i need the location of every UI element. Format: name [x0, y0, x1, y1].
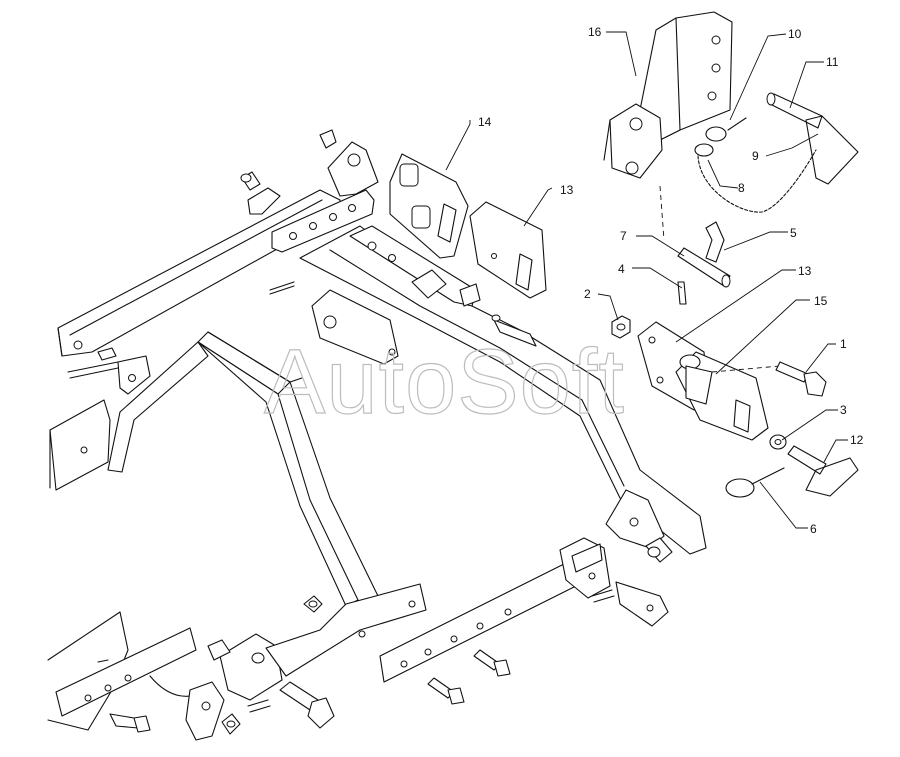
callout-labels: 16 10 11 9 8 14 13 7 5 4 2 13 15 1 3 12 …: [478, 25, 864, 536]
watermark-text: AutoSoft: [264, 331, 625, 433]
tab-pin-left: [67, 347, 151, 395]
lower-bolts: [279, 649, 511, 729]
callout-4: 4: [618, 262, 625, 276]
callout-8: 8: [738, 181, 745, 195]
leader-lines: [445, 31, 848, 529]
bolt-1: [775, 361, 827, 397]
nut-2: [611, 315, 631, 339]
lower-clevis: [207, 583, 427, 701]
split-pin-4: [677, 281, 687, 305]
callout-13-upper: 13: [560, 183, 574, 197]
washer-3: [769, 434, 787, 450]
callout-12: 12: [850, 433, 864, 447]
callout-5: 5: [790, 226, 797, 240]
ring-6: [725, 467, 785, 498]
lower-left-assembly: [47, 611, 271, 741]
plate-13-upper: [469, 201, 547, 299]
callout-9: 9: [752, 149, 759, 163]
bracket-16: [603, 11, 733, 179]
pin-12: [787, 445, 859, 497]
callout-2: 2: [584, 287, 591, 301]
callout-15: 15: [814, 294, 828, 308]
callout-7: 7: [620, 229, 627, 243]
callout-14: 14: [478, 115, 492, 129]
plate-14: [389, 153, 469, 259]
main-lower-arm: [269, 225, 707, 563]
callout-10: 10: [788, 27, 802, 41]
upper-lift-arm: [57, 129, 379, 357]
callout-1: 1: [840, 337, 847, 351]
callout-13-lower: 13: [798, 264, 812, 278]
bracket-15: [675, 351, 769, 441]
callout-16: 16: [588, 25, 602, 39]
pin-11: [766, 92, 859, 185]
callout-3: 3: [840, 403, 847, 417]
pin-7: [677, 247, 731, 288]
lower-right-bar: [379, 537, 669, 683]
clip-5: [705, 221, 725, 263]
callout-6: 6: [810, 522, 817, 536]
ring-chain: [694, 117, 817, 213]
callout-11: 11: [826, 55, 839, 69]
